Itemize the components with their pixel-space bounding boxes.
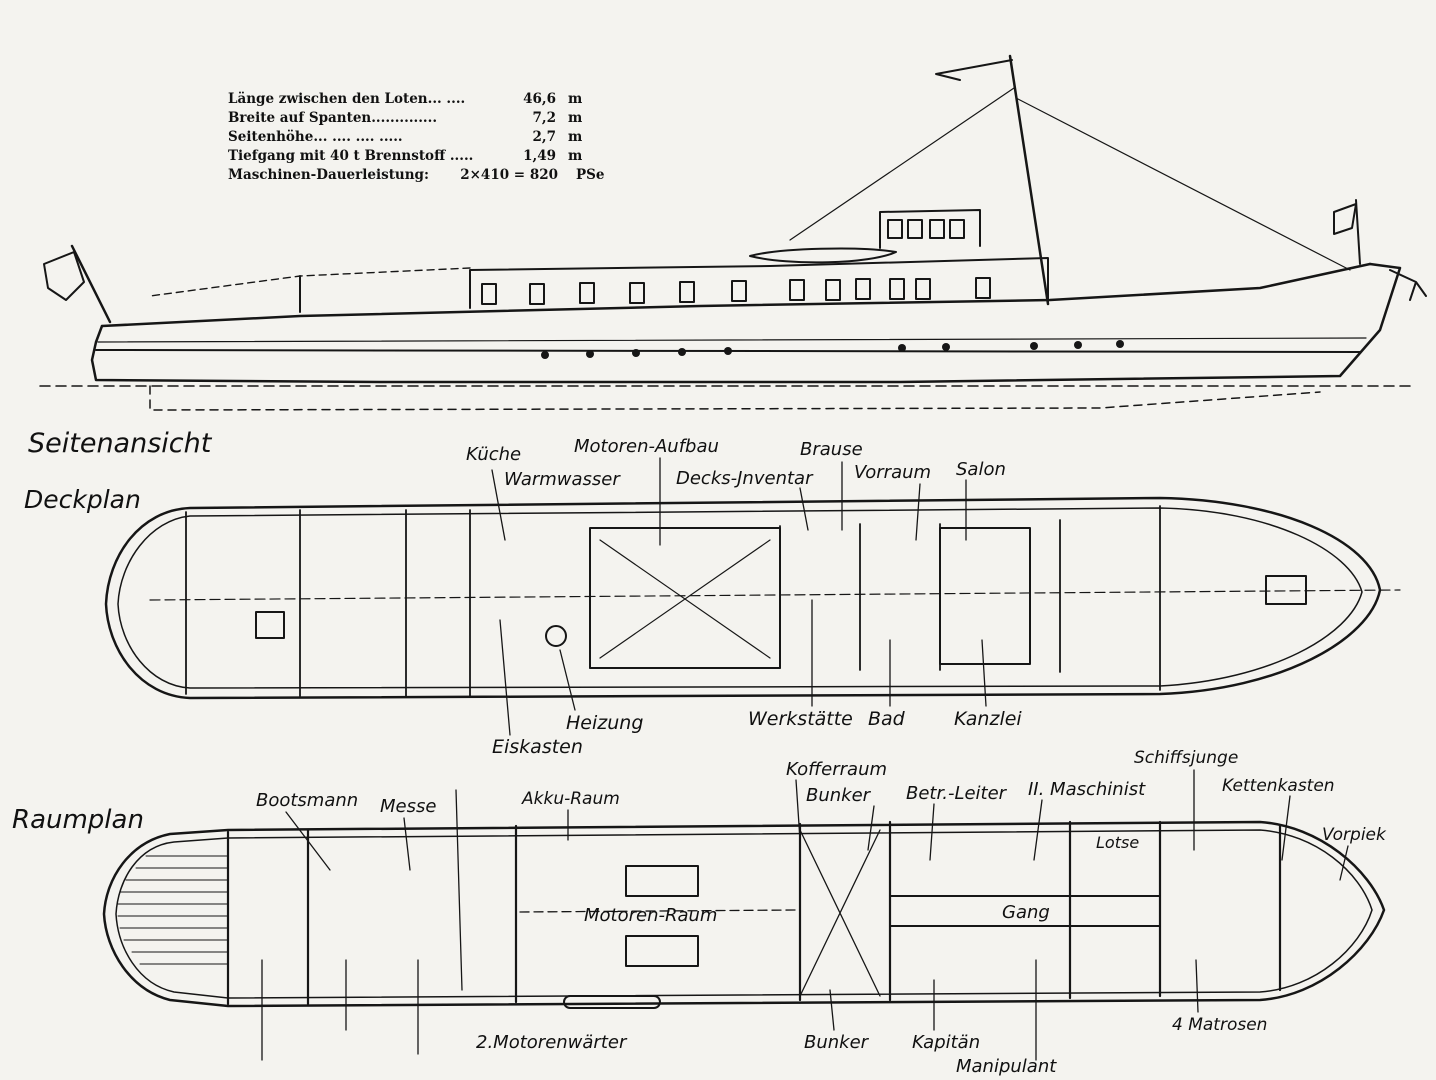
hull-outline [90, 262, 1402, 384]
mast [1008, 54, 1050, 306]
wheelhouse [879, 209, 981, 249]
gang-corridor [889, 895, 1161, 927]
label-kofferraum: Kofferraum [786, 759, 887, 780]
mast-pennant [935, 59, 1013, 81]
hatch [255, 611, 285, 639]
hold-bulkheads [226, 820, 1282, 1006]
label-vorraum: Vorraum [854, 462, 931, 483]
hold-plan: Raumplan Bootsmann Messe Akku-Raum Koffe… [12, 748, 1387, 1077]
hold-hull-inner [115, 829, 1373, 999]
awning-line [149, 267, 471, 297]
keel-line [149, 385, 1321, 411]
wheelhouse-window [949, 219, 965, 239]
label-eiskasten: Eiskasten [492, 736, 583, 758]
side-view: Seitenansicht [28, 54, 1427, 459]
label-bunker-top: Bunker [806, 785, 872, 806]
bow-flag [1333, 203, 1357, 235]
boiler [545, 625, 567, 647]
wheelhouse-window [929, 219, 945, 239]
engine-starboard [625, 935, 699, 967]
view-title-deck: Deckplan [24, 485, 141, 514]
spec-label: Länge zwischen den Loten... .... [228, 91, 466, 107]
anchor-icon [1389, 269, 1427, 301]
deckhouse-windows [481, 277, 991, 305]
bow-flagpole [1355, 199, 1361, 265]
label-decks-inventar: Decks-Jnventar [676, 468, 814, 489]
spec-value: 1,49 [523, 148, 556, 164]
spec-label: Seitenhöhe... .... .... ..... [228, 129, 403, 145]
engine-hatch-cross [599, 539, 771, 659]
label-lotse: Lotse [1096, 833, 1139, 852]
hold-hull-outer [102, 820, 1386, 1008]
deck-line [97, 337, 1367, 343]
label-heizung: Heizung [566, 712, 643, 734]
label-akku-raum: Akku-Raum [521, 789, 620, 809]
spec-value: 7,2 [532, 110, 557, 126]
shaft-line [519, 909, 797, 913]
label-motoren-aufbau: Motoren-Aufbau [574, 436, 719, 457]
spec-unit: m [568, 110, 583, 126]
label-bootsmann: Bootsmann [256, 790, 358, 811]
spec-unit: m [568, 91, 583, 107]
lifeboat [749, 247, 897, 264]
deck-plan: Deckplan Küche Warmwasser Motoren-Aufbau… [24, 436, 1401, 758]
label-betr-leiter: Betr.-Leiter [906, 783, 1008, 804]
wheelhouse-window [887, 219, 903, 239]
deck-leader-lines [491, 457, 987, 736]
spec-unit: PSe [576, 167, 605, 183]
wheelhouse-window [907, 219, 923, 239]
label-gang: Gang [1002, 902, 1050, 923]
label-vorpiek: Vorpiek [1322, 825, 1387, 845]
spec-label: Maschinen-Dauerleistung: [228, 167, 429, 183]
label-motorenwaerter: 2.Motorenwärter [476, 1032, 628, 1053]
label-warmwasser: Warmwasser [504, 469, 621, 490]
deck-hull-outer [104, 496, 1382, 700]
deckhouse [469, 257, 1049, 309]
deck-hull-inner [117, 507, 1363, 689]
label-kapitaen: Kapitän [912, 1032, 980, 1053]
bunker-cross [799, 829, 881, 997]
spec-value: 46,6 [523, 91, 556, 107]
label-maschinist: II. Maschinist [1028, 779, 1146, 800]
label-messe: Messe [380, 796, 436, 817]
spec-label: Tiefgang mit 40 t Brennstoff ..... [228, 148, 474, 164]
stay-aft [789, 87, 1015, 241]
label-kanzlei: Kanzlei [954, 708, 1022, 730]
label-matrosen: 4 Matrosen [1172, 1015, 1267, 1035]
spec-value: 2×410 = 820 [460, 167, 558, 183]
stern-flag [43, 251, 85, 301]
stern-flagpole [70, 244, 112, 324]
view-title-hold: Raumplan [12, 805, 144, 835]
label-schiffsjunge: Schiffsjunge [1134, 748, 1238, 768]
label-werkstaette: Werkstätte [748, 708, 853, 730]
spec-value: 2,7 [532, 129, 557, 145]
label-salon: Salon [956, 459, 1006, 480]
label-brause: Brause [800, 439, 863, 460]
stay-forward [1015, 97, 1351, 271]
label-motoren-raum: Motoren-Raum [584, 905, 717, 926]
sheer-line [100, 262, 1372, 328]
stern-planking [117, 855, 229, 965]
engine-casing [589, 527, 781, 669]
exhaust-silencer [563, 995, 661, 1009]
hold-leader-lines [261, 769, 1349, 1061]
windlass [1265, 575, 1307, 605]
salon-block [939, 527, 1031, 665]
label-manipulant: Manipulant [956, 1056, 1057, 1077]
label-bad: Bad [868, 708, 906, 730]
portholes [541, 340, 1124, 359]
spec-unit: m [568, 129, 583, 145]
view-title-side: Seitenansicht [28, 428, 213, 459]
spec-unit: m [568, 148, 583, 164]
label-kettenkasten: Kettenkasten [1222, 776, 1335, 796]
deck-centerline [149, 589, 1401, 601]
spec-label: Breite auf Spanten.............. [228, 110, 438, 126]
label-kueche: Küche [466, 444, 521, 465]
label-bunker-bottom: Bunker [804, 1032, 870, 1053]
engine-port [625, 865, 699, 897]
